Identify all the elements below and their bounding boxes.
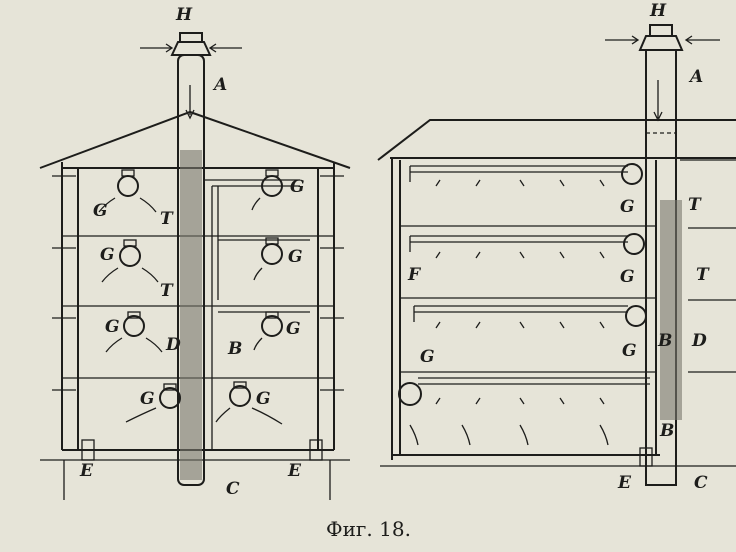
label-a: A — [688, 67, 703, 87]
label-t: T — [160, 209, 174, 229]
stove-icon — [159, 383, 181, 409]
label-g: G — [140, 389, 155, 409]
label-h: H — [175, 5, 193, 25]
label-t: T — [160, 281, 174, 301]
label-b: B — [227, 339, 242, 359]
label-e: E — [617, 473, 632, 493]
label-g: G — [620, 267, 635, 287]
label-g: G — [286, 319, 301, 339]
label-g: G — [105, 317, 120, 337]
label-g: G — [100, 245, 115, 265]
label-g: G — [93, 201, 108, 221]
right-building — [377, 24, 736, 486]
label-d: D — [691, 331, 707, 351]
figure-caption: Фиг. 18. — [326, 517, 411, 541]
label-t: T — [696, 265, 710, 285]
label-b: B — [657, 331, 672, 351]
label-c: C — [226, 479, 240, 499]
label-a: A — [212, 75, 227, 95]
label-g: G — [288, 247, 303, 267]
stove-icon — [261, 311, 283, 337]
label-d: D — [165, 335, 181, 355]
label-h: H — [649, 1, 667, 21]
stove-icon — [261, 237, 283, 265]
stove-icon — [123, 311, 145, 337]
left-building — [39, 32, 351, 500]
label-g: G — [620, 197, 635, 217]
label-c: C — [694, 473, 708, 493]
stove-icon — [117, 169, 139, 197]
label-t: T — [688, 195, 702, 215]
label-g: G — [622, 341, 637, 361]
stove-icon — [229, 381, 251, 407]
stove-icon — [261, 169, 283, 197]
stove-icon — [119, 239, 141, 267]
label-e: E — [79, 461, 94, 481]
label-b: B — [659, 421, 674, 441]
label-f: F — [407, 265, 422, 285]
label-g: G — [256, 389, 271, 409]
label-e: E — [287, 461, 302, 481]
label-g: G — [420, 347, 435, 367]
label-g: G — [290, 177, 305, 197]
